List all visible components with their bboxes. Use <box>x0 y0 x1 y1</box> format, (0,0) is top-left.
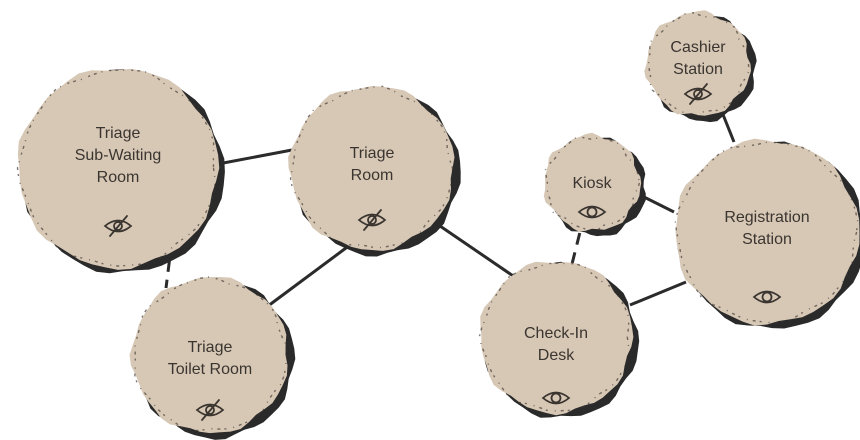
edge-triage-room-to-check-in-desk <box>439 224 523 284</box>
eye-icon[interactable] <box>541 391 571 405</box>
edge-triage-sub-waiting-room-to-triage-room <box>217 148 293 166</box>
node-label: Room <box>351 167 394 184</box>
node-brush-texture <box>544 135 641 233</box>
node-kiosk[interactable]: Kiosk <box>543 132 646 237</box>
node-circle <box>675 138 860 326</box>
node-label: Station <box>673 61 723 78</box>
node-circle <box>644 10 751 116</box>
node-label: Triage <box>350 145 395 162</box>
node-brush-texture <box>16 69 217 267</box>
nodes-layer: TriageSub-WaitingRoomTriageRoomTriageToi… <box>16 10 860 440</box>
node-circle <box>543 132 642 232</box>
eye-slash-icon[interactable] <box>195 399 225 421</box>
node-circle <box>480 261 634 416</box>
node-circle <box>17 68 220 270</box>
eye-slash-icon[interactable] <box>103 215 133 237</box>
node-circle <box>129 277 288 434</box>
eye-icon[interactable] <box>577 205 607 219</box>
node-label: Room <box>97 169 140 186</box>
eye-slash-icon[interactable] <box>683 83 713 105</box>
node-label: Kiosk <box>572 175 612 192</box>
node-label: Cashier <box>670 39 726 56</box>
node-label: Registration <box>724 209 809 226</box>
node-label: Station <box>742 231 792 248</box>
edge-triage-room-to-triage-toilet-room <box>267 243 351 308</box>
node-label: Sub-Waiting <box>75 147 162 164</box>
node-label: Toilet Room <box>168 361 252 378</box>
node-label: Desk <box>538 347 575 364</box>
eye-slash-icon[interactable] <box>357 209 387 231</box>
node-circle <box>288 86 455 251</box>
edge-check-in-desk-to-registration-station <box>629 280 687 307</box>
node-label: Triage <box>96 125 141 142</box>
node-label: Triage <box>188 339 233 356</box>
eye-icon[interactable] <box>752 290 782 304</box>
edge-check-in-desk-to-kiosk <box>570 223 584 265</box>
node-label: Check-In <box>524 325 588 342</box>
edge-cashier-station-to-registration-station <box>720 111 736 143</box>
